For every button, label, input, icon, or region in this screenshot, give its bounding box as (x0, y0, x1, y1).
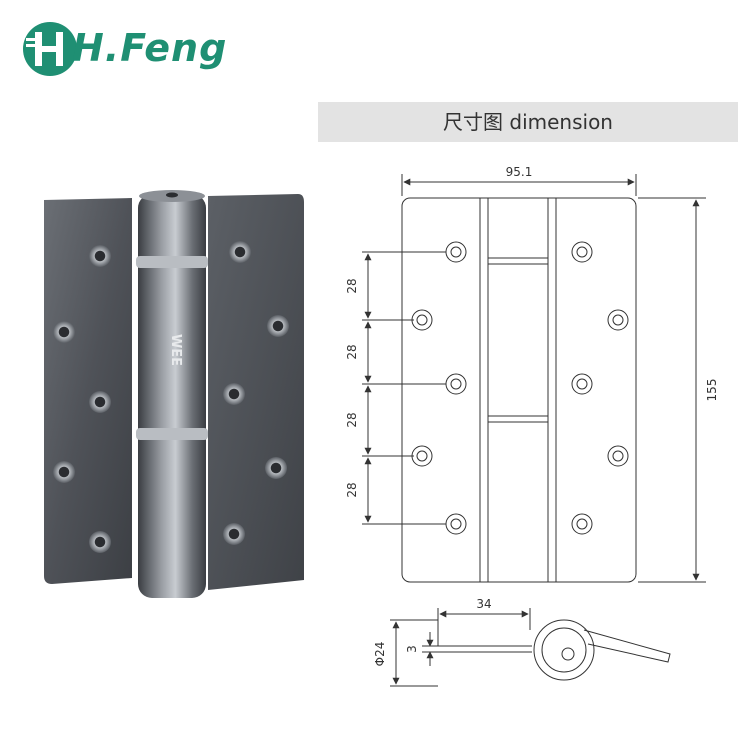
hinge-photo: WEE (44, 190, 304, 598)
banner-title: 尺寸图 dimension (443, 110, 613, 134)
dimension-banner: 尺寸图 dimension (318, 102, 738, 142)
brand-logo (20, 18, 260, 80)
dimension-drawing: 95.1 155 28 28 28 28 34 Φ24 3 (345, 165, 719, 687)
height-label: 155 (705, 379, 719, 402)
top-view (390, 608, 671, 687)
spacing-label-4: 28 (345, 482, 359, 497)
spacing-label-2: 28 (345, 344, 359, 359)
top-view-width-label: 34 (476, 597, 491, 611)
left-leaf-holes (53, 245, 111, 553)
barrel-mark: WEE (168, 334, 183, 366)
spacing-label-1: 28 (345, 278, 359, 293)
width-label: 95.1 (506, 165, 533, 179)
brand-name: H.Feng (72, 26, 228, 70)
thickness-label: 3 (405, 645, 419, 653)
diameter-label: Φ24 (373, 642, 387, 667)
hinge-barrel (138, 194, 206, 598)
right-leaf (208, 194, 304, 590)
spacing-label-3: 28 (345, 412, 359, 427)
left-leaf (44, 198, 132, 584)
outline-front-view (401, 197, 637, 583)
right-leaf-holes (223, 241, 289, 545)
drawing-holes (411, 241, 629, 535)
brand-mark-icon (23, 22, 77, 76)
